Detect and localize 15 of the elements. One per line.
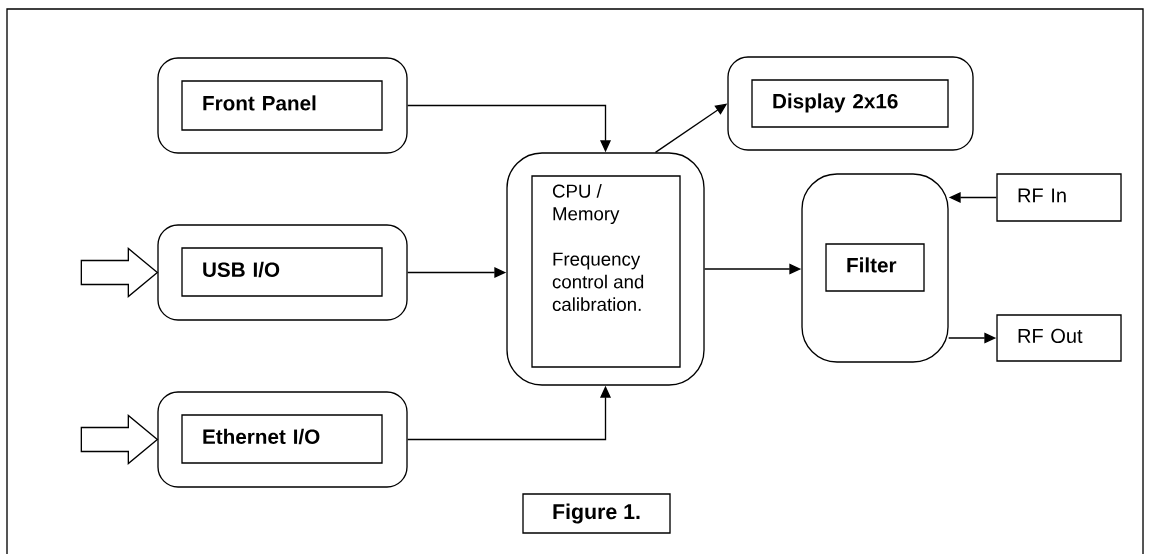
rounded-box: [727, 56, 974, 151]
rounded-box: [157, 57, 408, 154]
rounded-box: [157, 224, 408, 321]
label-box: CPU / Memory Frequency control and calibration.: [531, 175, 681, 368]
rounded-box: [506, 152, 705, 386]
rounded-box: [801, 173, 949, 363]
label-box: Filter: [825, 243, 925, 292]
label-box: USB I/O: [181, 247, 383, 297]
label-box: Ethernet I/O: [181, 414, 383, 464]
label-box: Front Panel: [181, 80, 383, 131]
caption-box: Figure 1.: [522, 493, 671, 534]
label-box: Display 2x16: [751, 79, 949, 128]
port-box: RF Out: [996, 314, 1122, 362]
rounded-box: [157, 391, 408, 488]
port-box: RF In: [996, 173, 1122, 222]
